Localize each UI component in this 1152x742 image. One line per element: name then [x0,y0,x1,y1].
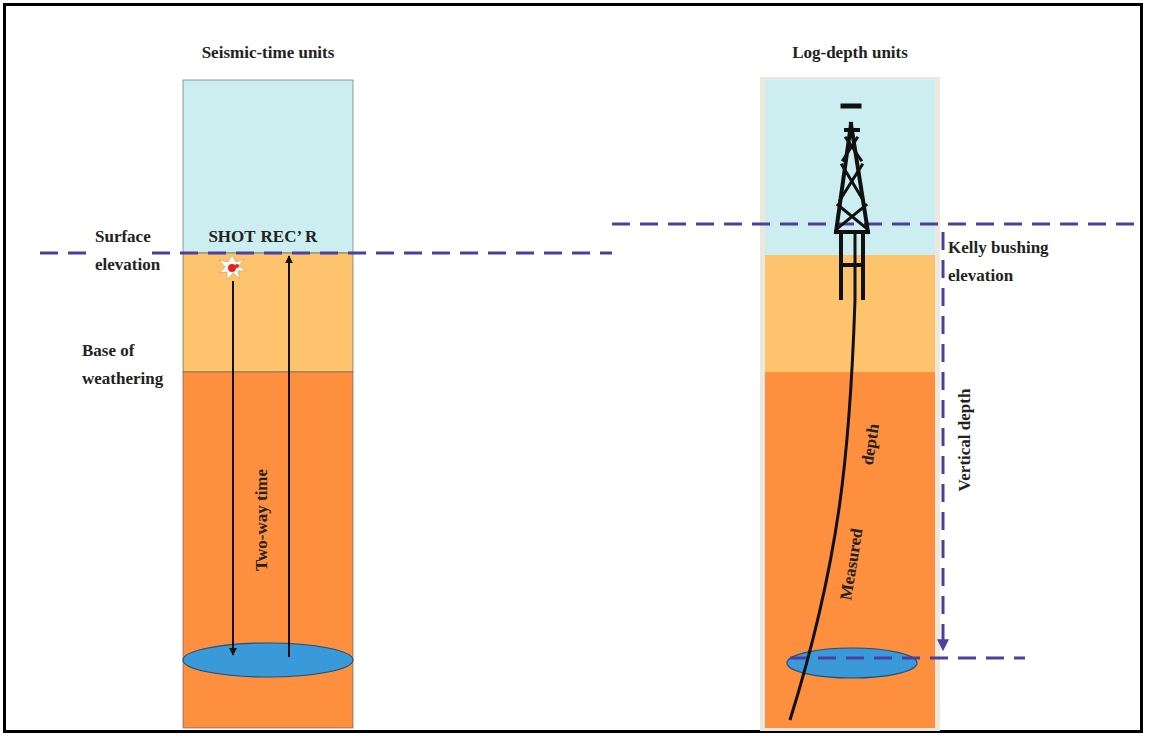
receiver-label: REC’ R [261,227,318,247]
weathering-label: Base of weathering [82,337,166,393]
seismic-column-panel: Seismic-time units [183,80,353,728]
figure-frame [3,3,1143,733]
datum-lines [40,224,1135,658]
depth-axis-label: Vertical depth [955,389,975,492]
time-axis-label: Two-way time [252,469,272,571]
up-ray [288,256,290,657]
log-column [760,77,940,731]
seismic-column [183,80,353,728]
datum-label: Kelly bushing elevation [948,234,1108,290]
drilling-derrick [836,106,868,298]
column-heading: Log-depth units [792,43,908,63]
source-label: SHOT [208,227,255,247]
borehole-path [790,232,855,720]
borehole-label: Measured depth [836,422,884,601]
datum-label: Surface elevation [95,223,175,279]
log-column-panel: Log-depth units [765,80,935,728]
down-ray [232,281,234,655]
column-heading: Seismic-time units [202,43,335,63]
shot-burst [219,255,246,280]
